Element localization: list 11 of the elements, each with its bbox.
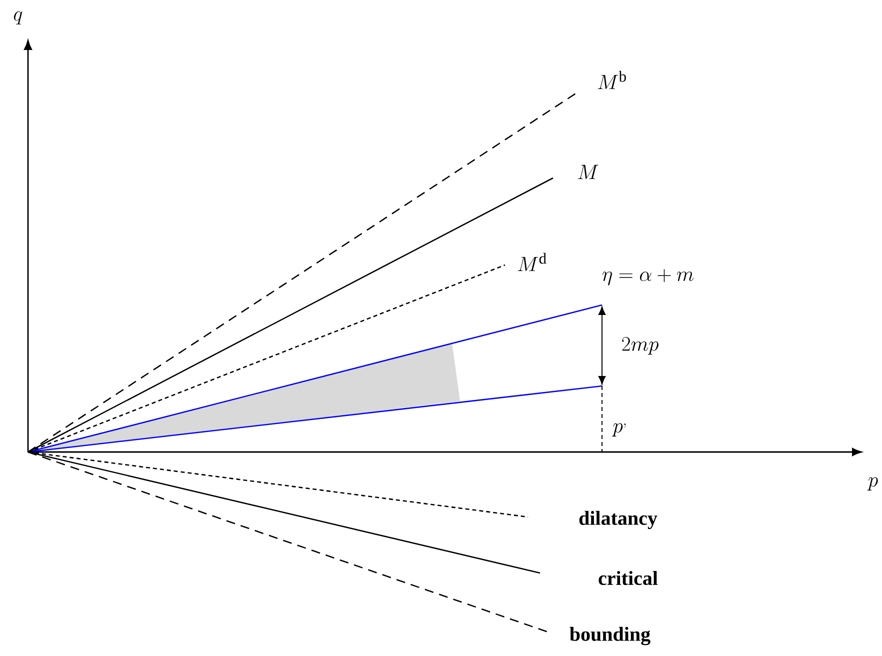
axis-label: $p$ [867, 477, 878, 490]
dimension-label: $2mp$ [622, 336, 658, 355]
equation-label: $\eta = \alpha + m$ [602, 269, 694, 286]
line-label: $M$ [578, 164, 598, 180]
line-label: $M^{\mathrm{b}}$ [598, 70, 626, 90]
axis-tick-label: $p^{,}$ [612, 423, 626, 436]
axis-label: $q$ [14, 11, 22, 24]
line-label: $M^{\mathrm{d}}$ [518, 252, 546, 272]
line-label: dilatancy [579, 510, 658, 530]
line-label: critical [598, 570, 658, 586]
line-label: bounding [570, 626, 650, 646]
